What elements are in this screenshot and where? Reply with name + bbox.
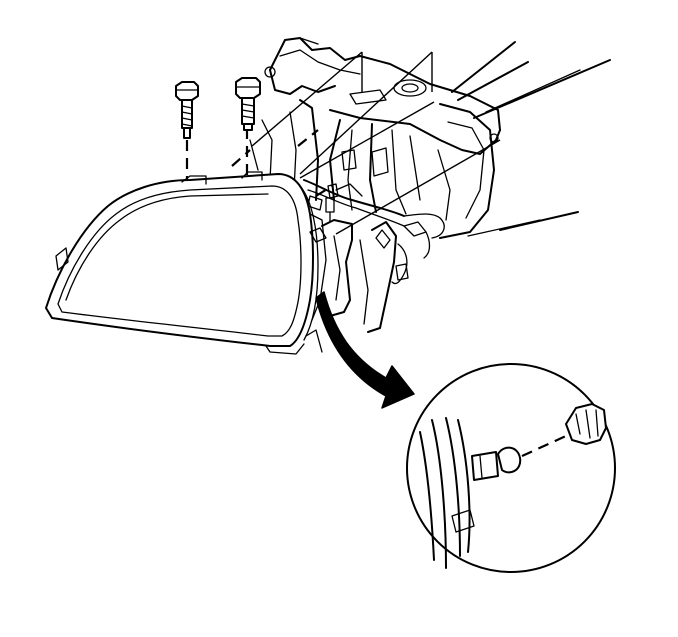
retainer-detail-view [406, 363, 616, 573]
bolt-left [175, 81, 199, 139]
detail-pointer-arrow [315, 291, 415, 409]
headlamp-assembly [45, 171, 327, 347]
bolt-right [235, 77, 261, 131]
leader-lines [251, 51, 501, 235]
vehicle-front-structure [249, 37, 611, 355]
